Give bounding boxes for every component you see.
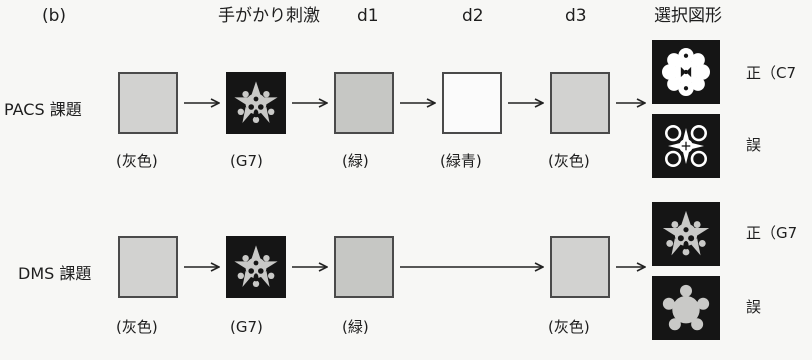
long-arrow-icon <box>400 262 546 272</box>
pacs-color-label-4: (緑青) <box>440 152 482 170</box>
white-flower-shape-icon <box>654 42 718 102</box>
dms-green-square <box>334 236 394 298</box>
dms-gray-square-2 <box>550 236 610 298</box>
pacs-gray-square-1 <box>118 72 178 134</box>
header-cue: 手がかり刺激 <box>218 6 320 26</box>
arrow-icon <box>184 98 222 108</box>
pacs-gray-square-2 <box>550 72 610 134</box>
dms-color-label-1: (灰色) <box>116 318 158 336</box>
panel-label: (b) <box>42 6 67 26</box>
arrow-icon <box>184 262 222 272</box>
pacs-row-label: PACS 課題 <box>4 100 82 119</box>
pacs-green-square <box>334 72 394 134</box>
arrow-icon <box>292 98 330 108</box>
header-d3: d3 <box>565 6 587 26</box>
header-d1: d1 <box>357 6 379 26</box>
dms-gray-square-1 <box>118 236 178 298</box>
dms-color-label-4: (灰色) <box>548 318 590 336</box>
pacs-color-label-1: (灰色) <box>116 152 158 170</box>
header-d2: d2 <box>462 6 484 26</box>
arrow-icon <box>616 98 648 108</box>
pacs-color-label-5: (灰色) <box>548 152 590 170</box>
pacs-color-label-2: (G7) <box>230 152 263 170</box>
arrow-icon <box>508 98 546 108</box>
pacs-choice-wrong <box>652 114 720 178</box>
arrow-icon <box>616 262 648 272</box>
pacs-answer-correct: 正（C7 <box>746 64 797 82</box>
star-shape-icon <box>654 204 718 264</box>
pacs-cue-stimulus <box>226 72 286 134</box>
dms-choice-correct <box>652 202 720 266</box>
dms-choice-wrong <box>652 276 720 340</box>
dms-color-label-2: (G7) <box>230 318 263 336</box>
pacs-choice-correct <box>652 40 720 104</box>
star-shape-icon <box>228 74 284 132</box>
arrow-icon <box>292 262 330 272</box>
dms-answer-wrong: 誤 <box>746 298 762 316</box>
dms-row-label: DMS 課題 <box>18 264 92 283</box>
dms-cue-stimulus <box>226 236 286 298</box>
white-cross-flower-shape-icon <box>654 116 718 176</box>
star-shape-icon <box>228 238 284 296</box>
pacs-color-label-3: (緑) <box>342 152 369 170</box>
pacs-blue-green-square <box>442 72 502 134</box>
dms-answer-correct: 正（G7 <box>746 224 798 242</box>
header-choice: 選択図形 <box>654 6 722 26</box>
dms-color-label-3: (緑) <box>342 318 369 336</box>
blob-shape-icon <box>654 278 718 338</box>
pacs-answer-wrong: 誤 <box>746 136 762 154</box>
arrow-icon <box>400 98 438 108</box>
